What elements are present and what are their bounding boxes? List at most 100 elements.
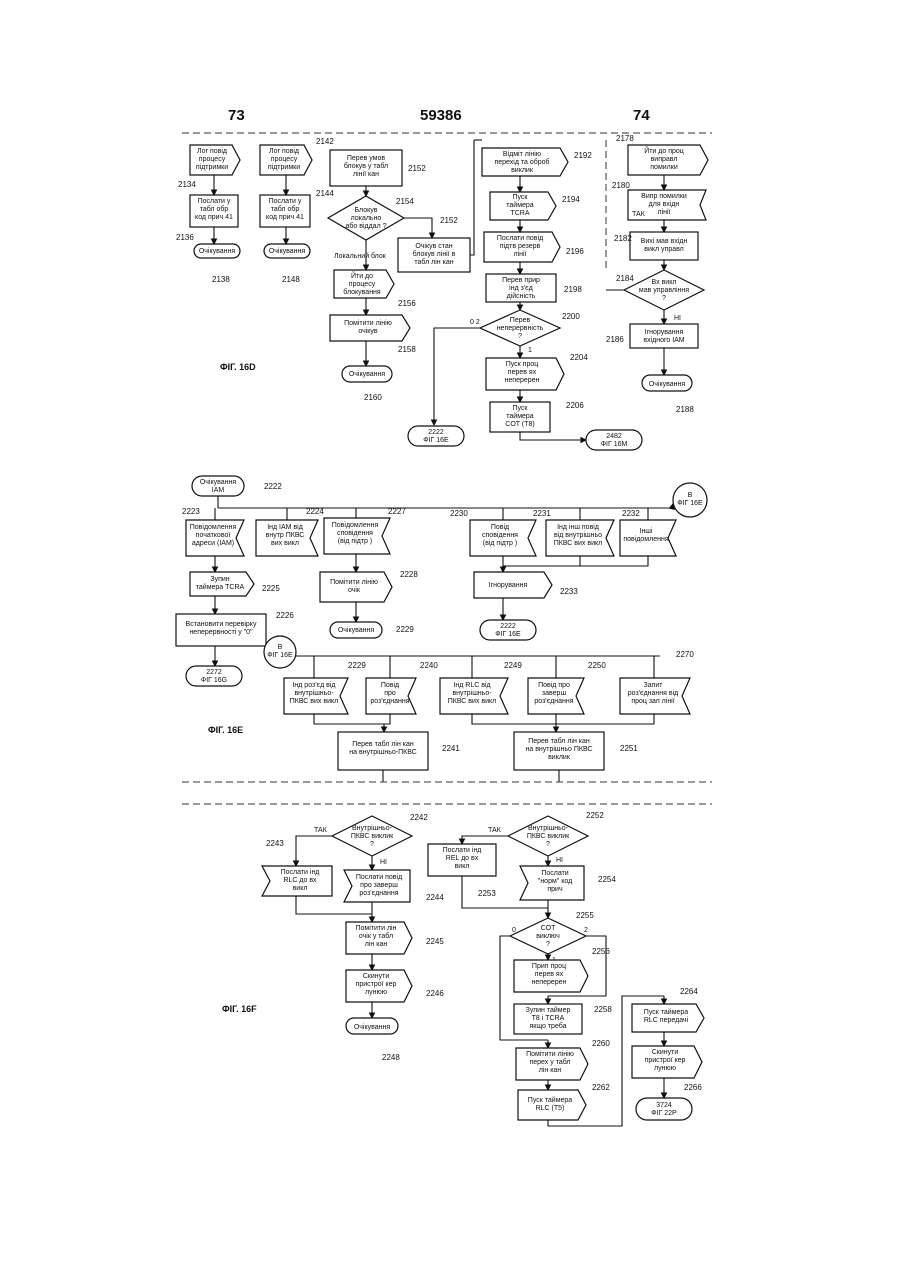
label-2160: 2160 [364,393,382,402]
text-line: 2482 [606,433,622,440]
text-line: ? [546,841,550,848]
text-line: лунюю [654,1065,676,1072]
no-2252: НІ [556,857,563,864]
label-2192: 2192 [574,151,592,160]
label-2241: 2241 [442,744,460,753]
label-2182: 2182 [614,234,632,243]
text-line: роз'єднання від [628,689,679,697]
text-line: сповідення [337,529,373,537]
label-2144: 2144 [316,189,334,198]
label-2243: 2243 [266,839,284,848]
caption-fig16d: ФІГ. 16D [220,362,256,372]
text-line: на внутрішньо ПКВС [525,745,592,753]
text-line: Повід [491,523,509,531]
text-2204: Пуск процперев яхнеперерен [505,361,540,384]
caption-fig16f: ФІГ. 16F [222,1004,257,1014]
text-line: якщо треба [529,1022,566,1030]
text-2144a: Лог повідпроцесупідтримки [268,147,300,171]
text-line: про заверш [360,882,398,889]
text-line: ФІГ 16G [201,677,227,684]
text-line: Запит [643,682,663,689]
text-line: виправл [651,156,678,163]
label-2255: 2255 [576,911,594,920]
text-line: Лог повід [269,147,299,155]
yes-2242: ТАК [314,827,328,834]
text-line: заверш [542,690,567,697]
label-2186: 2186 [606,335,624,344]
caption-fig16e: ФІГ. 16E [208,725,243,735]
label-2262: 2262 [592,1083,610,1092]
text-line: Перев табл лін кан [352,740,414,748]
text-2229: Очікування [338,626,375,634]
text-line: або віддал ? [346,222,387,230]
text-line: B [688,492,693,499]
text-line: COT [541,925,557,932]
text-line: лінії [513,250,526,258]
text-line: Вх викл [652,279,677,286]
text-line: табл обр [271,205,300,213]
text-line: Послати повід [356,873,402,881]
label-2245: 2245 [426,937,444,946]
yes-2252: ТАК [488,827,502,834]
text-line: викл [455,863,470,870]
text-line: Очікув стан [415,242,452,250]
text-2227: Повідомленнясповідення(від підтр ) [332,521,379,545]
text-line: Послати повід [497,234,543,242]
label-2229b: 2229 [348,661,366,670]
figure-16d: Лог повідпроцесупідтримки 2134 Послати у… [176,134,708,450]
text-line: Пуск [512,405,528,412]
label-2252: 2252 [586,811,604,820]
label-2142: 2142 [316,137,334,146]
label-2158: 2158 [398,345,416,354]
text-line: про [384,690,396,697]
text-line: підтв резерв [500,242,541,250]
label-2194: 2194 [562,195,580,204]
text-line: на внутрішньо-ПКВС [349,748,416,756]
text-line: Перев умов [347,155,386,162]
text-line: ? [546,941,550,948]
label-2242: 2242 [410,813,428,822]
label-2184: 2184 [616,274,634,283]
text-2233: Ігнорування [489,582,528,589]
text-line: роз'єднання [370,698,409,705]
no-2242: НІ [380,859,387,866]
text-2160: Очікування [349,370,386,378]
text-line: неперервність [497,324,544,332]
text-line: 2222 [428,429,444,436]
text-line: ФІГ 22P [651,1110,677,1117]
text-line: лунюю [365,989,387,996]
text-line: ФІГ 16E [677,500,703,507]
no-2184: НІ [674,315,681,322]
label-2198: 2198 [564,285,582,294]
text-2249: Інд RLC відвнутрішньо-ПКВС вих викл [448,681,496,705]
text-line: лінії кан [353,170,379,178]
text-line: Пуск [512,194,528,201]
text-line: процесу [199,156,226,163]
label-2196: 2196 [566,247,584,256]
text-line: процесу [271,156,298,163]
text-line: (від підтр ) [483,539,517,547]
text-line: T8 і TCRA [532,1014,565,1022]
text-line: Йти до [351,271,373,280]
text-line: RLC передачі [644,1016,689,1024]
text-line: очікув [358,327,378,335]
text-line: пристрої кер [356,981,397,988]
text-line: перев ях [508,369,537,376]
text-line: B [278,644,283,651]
text-line: лін кан [539,1066,562,1074]
text-line: дійсність [507,292,536,300]
text-2231: Інд інш повідвід внутрішньоПКВС вих викл [554,523,602,547]
text-line: очік [348,586,361,594]
text-line: внутр ПКВС [266,532,305,539]
text-line: лін кан [365,940,388,948]
text-line: Перев прир [502,277,540,284]
text-line: Пуск таймера [644,1008,688,1016]
text-line: блокування [343,288,381,296]
label-2240: 2240 [420,661,438,670]
text-line: роз'єднання [534,698,573,705]
text-line: 3724 [656,1102,672,1109]
text-line: Встановити перевірку [186,620,257,628]
text-line: IAM [212,487,225,494]
text-line: COT (T8) [505,421,534,428]
label-2233: 2233 [560,587,578,596]
